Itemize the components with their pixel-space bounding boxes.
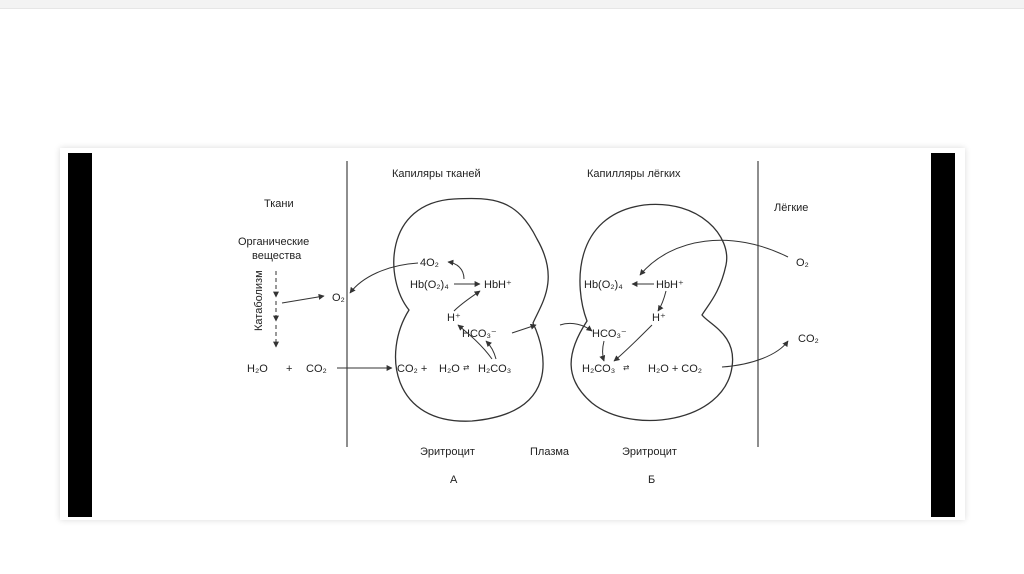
cell-b-h-to-h2co3-arrow [613, 324, 653, 362]
plasma-label: Плазма [530, 446, 570, 458]
cell-a-h-to-hbh-arrow [453, 290, 481, 312]
cell-b-hco3: HCO₃⁻ [592, 328, 627, 340]
tissue-h2o-label: H₂O [247, 363, 268, 375]
cell-a-co2-plus: CO₂ + [397, 363, 427, 375]
cell-a-h2o: H₂O [439, 363, 460, 375]
lungs-label: Лёгкие [774, 202, 808, 214]
organic-substances-line1: Органические [238, 236, 309, 248]
cell-a-hco3: HCO₃⁻ [462, 328, 497, 340]
cell-a-hco3-out-arrow [511, 323, 537, 334]
lung-co2-label: CO₂ [798, 333, 819, 345]
plasma-hco3-transfer-arrow [559, 322, 593, 332]
tissue-to-o2-arrow [281, 293, 325, 304]
cell-b-co2-out-arrow [721, 340, 789, 368]
tissue-co2-label: CO₂ [306, 363, 327, 375]
cell-b-equilibrium-sign: ⇄ [623, 363, 629, 372]
cell-a-h2co3-to-h-arrow [457, 324, 493, 360]
lung-o2-label: O₂ [796, 257, 809, 269]
gas-transport-diagram: Капиляры тканей Капилляры лёгких Ткани О… [238, 161, 819, 486]
cell-b-hbh: HbH⁺ [656, 279, 684, 291]
cell-b-h2co3: H₂CO₃ [582, 363, 615, 375]
tissues-label: Ткани [264, 198, 294, 210]
cell-a-h-plus: H⁺ [447, 312, 461, 324]
organic-substances-line2: вещества [252, 250, 302, 262]
erythrocyte-b-cell [570, 203, 734, 421]
cell-a-h2co3: H₂CO₃ [478, 363, 511, 375]
left-black-bar [68, 153, 92, 517]
tissue-plus-label: + [286, 363, 292, 375]
cell-b-h-plus: H⁺ [652, 312, 666, 324]
header-tissue-capillaries: Капиляры тканей [392, 168, 481, 180]
cell-b-h2o-co2: H₂O + CO₂ [648, 363, 702, 375]
erythrocyte-b-label: Эритроцит [622, 446, 677, 458]
erythrocyte-a-label: Эритроцит [420, 446, 475, 458]
cell-b-hco3-to-h2co3-arrow [599, 340, 606, 362]
letter-b-label: Б [648, 474, 655, 486]
cell-a-h2co3-to-hco3-arrow [485, 340, 497, 360]
cell-a-4o2-to-o2-arrow [349, 262, 419, 294]
top-frame-strip [0, 0, 1024, 9]
right-black-bar [931, 153, 955, 517]
cell-a-hbh-to-4o2-arrow [447, 259, 465, 280]
header-lung-capillaries: Капилляры лёгких [587, 168, 681, 180]
cell-a-4o2: 4O₂ [420, 257, 439, 269]
tissue-o2-label: O₂ [332, 292, 345, 304]
cell-a-hbh: HbH⁺ [484, 279, 512, 291]
catabolism-label: Катаболизм [253, 270, 265, 331]
lung-o2-into-cell-b-arrow [639, 239, 789, 276]
cell-b-hbo2: Hb(O₂)₄ [584, 279, 623, 291]
erythrocyte-a-cell [393, 197, 549, 422]
cell-a-equilibrium-sign: ⇄ [463, 363, 469, 372]
letter-a-label: А [450, 474, 458, 486]
cell-b-hbh-to-h-arrow [657, 290, 667, 312]
cell-a-hbo2: Hb(O₂)₄ [410, 279, 449, 291]
